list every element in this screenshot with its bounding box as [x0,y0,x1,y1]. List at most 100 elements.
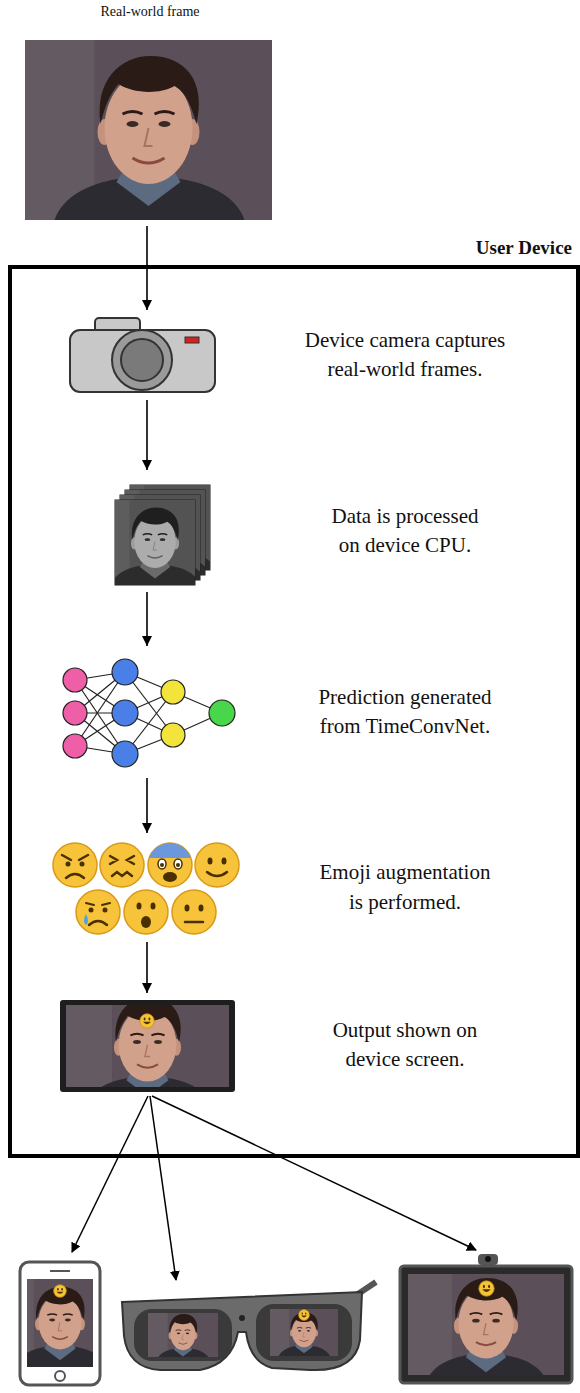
face-photo [25,40,273,220]
emoji-set-part [148,843,192,887]
emoji-set-part [163,872,177,882]
step-text: Device camera captures real-world frames… [288,326,523,385]
arrow-head [142,460,152,470]
process-step: Device camera captures real-world frames… [30,312,560,398]
camera-icon-part [70,330,215,392]
phone-device-part [55,1371,65,1381]
frame-stack-part [96,500,213,585]
step-text: Output shown on device screen. [316,1016,494,1075]
emoji-set-part [148,843,192,858]
image-label: Real-world frame [20,2,280,22]
step-text: Emoji augmentation is performed. [313,858,497,917]
camera-icon-part [121,339,163,381]
smart-glasses-part [148,1310,218,1361]
emoji-set-part [66,874,84,878]
device-arrows-part [152,1096,476,1250]
phone-device-part [54,1285,67,1298]
monitor-device [400,1254,572,1383]
emoji-set-part [207,872,227,876]
emoji-set-part [222,858,227,865]
flow-arrow [142,942,152,993]
emoji-set-part [89,921,107,925]
device-arrows-part [72,1096,148,1252]
emoji-set-part [195,843,239,887]
flow-arrow [142,400,152,470]
group-heading: User Device [476,235,572,262]
emoji-set-part [137,903,142,910]
frame-stack [96,485,228,585]
monitor-device-part [485,1256,491,1262]
phone-device-part [50,1270,70,1272]
neural-network-part [161,723,185,747]
emoji-set-part [124,890,168,934]
flow-arrow [142,778,152,833]
emoji-set-part [66,862,71,867]
emoji-set-part [174,859,182,869]
emoji-set-part [80,862,85,867]
emoji-set-part [141,916,151,928]
process-step: Data is processed on device CPU. [30,472,560,590]
emoji-set-part [76,890,120,934]
emoji-set-part [86,903,110,905]
monitor-device-part [478,1254,498,1265]
emoji-set-part [100,843,144,887]
emoji-set-part [89,908,94,913]
emoji-set-part [158,859,166,869]
camera-icon-part [185,337,199,343]
emoji-set-part [172,890,216,934]
emoji-set [53,843,239,934]
neural-network [63,659,235,767]
smart-glasses-part [122,1292,362,1370]
process-step: Emoji augmentation is performed. [30,835,560,940]
neural-network-part [112,700,138,726]
arrow-head [142,300,152,310]
step-text: Data is processed on device CPU. [323,502,488,561]
arrow-head [142,823,152,833]
neural-network-part [63,734,87,758]
phone-device [0,1262,121,1385]
arrow-head [142,983,152,993]
smart-glasses-part [239,1315,245,1321]
smart-glasses [122,1282,376,1370]
input-frame: Real-world frame [20,2,280,224]
neural-network-part [63,668,87,692]
neural-network-part [112,741,138,767]
phone-device-part [0,1279,121,1367]
arrow-head [142,636,152,646]
emoji-set-part [53,843,97,887]
neural-network-part [161,680,185,704]
step-text: Prediction generated from TimeConvNet. [305,683,505,742]
emoji-set-part [185,921,203,924]
camera-icon-part [112,330,172,390]
emoji-set-part [208,858,213,865]
neural-network-part [209,700,235,726]
process-step: Output shown on device screen. [30,995,560,1095]
device-boundary: User DeviceDevice camera captures real-w… [8,265,580,1158]
device-arrows [72,1096,476,1280]
emoji-set-part [112,872,132,876]
smart-glasses-part [256,1304,352,1361]
smart-glasses-part [134,1309,232,1361]
device-arrows-part [150,1096,176,1280]
output-screen-part [66,987,229,1105]
output-screen [60,987,235,1105]
face-photo-part [25,40,273,220]
emoji-set-part [185,905,190,912]
process-step: Prediction generated from TimeConvNet. [30,648,560,776]
neural-network-part [112,659,138,685]
arrow-line [146,400,148,470]
emoji-set-part [160,863,164,867]
camera-icon [70,318,215,392]
emoji-set-part [84,914,88,925]
output-screen-part [140,1014,154,1028]
flow-arrow [142,592,152,646]
emoji-set-part [110,856,134,864]
emoji-set-part [199,905,204,912]
emoji-set-part [103,908,108,913]
emoji-set-part [151,903,156,910]
neural-network-part [63,701,87,725]
smart-glasses-part [299,1310,310,1321]
